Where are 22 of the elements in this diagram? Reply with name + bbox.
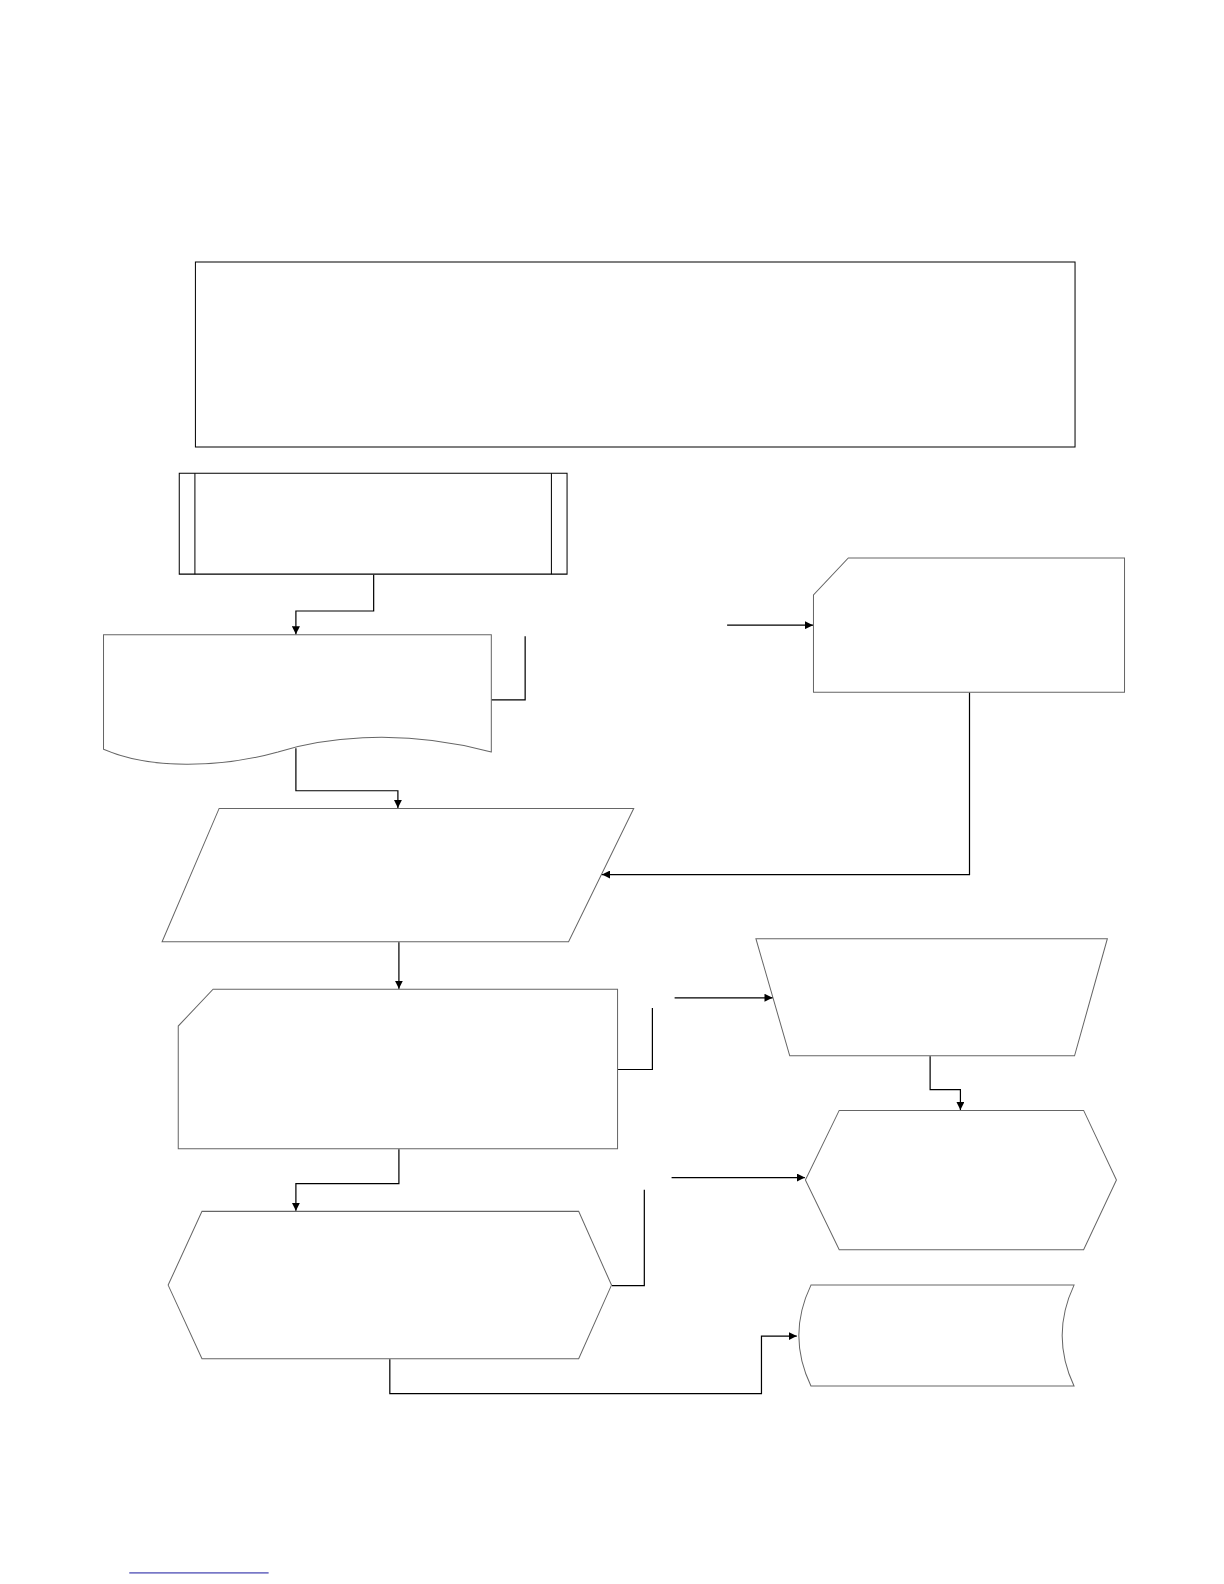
- flow-arrow: [929, 1055, 965, 1111]
- flow-arrow: [291, 1148, 400, 1212]
- stored-data-shape: [796, 1284, 1075, 1387]
- flow-arrow: [394, 941, 403, 990]
- connector-line: [491, 635, 526, 701]
- connector-line: [617, 1007, 653, 1071]
- flow-arrow: [674, 993, 774, 1002]
- flow-arrow: [601, 692, 971, 879]
- card-shape: [812, 557, 1126, 693]
- flow-arrow: [291, 574, 375, 635]
- preparation-hexagon: [804, 1109, 1117, 1251]
- process-box: [194, 261, 1076, 448]
- card-shape: [177, 988, 619, 1150]
- flow-arrow: [670, 1173, 806, 1182]
- flow-arrow: [726, 621, 814, 630]
- manual-operation-trapezoid: [755, 938, 1108, 1057]
- predefined-process-box: [178, 472, 568, 575]
- flow-arrow: [389, 1332, 798, 1395]
- connector-line: [611, 1189, 645, 1287]
- preparation-hexagon: [167, 1210, 612, 1360]
- flow-arrow: [295, 747, 402, 809]
- data-parallelogram: [161, 807, 635, 943]
